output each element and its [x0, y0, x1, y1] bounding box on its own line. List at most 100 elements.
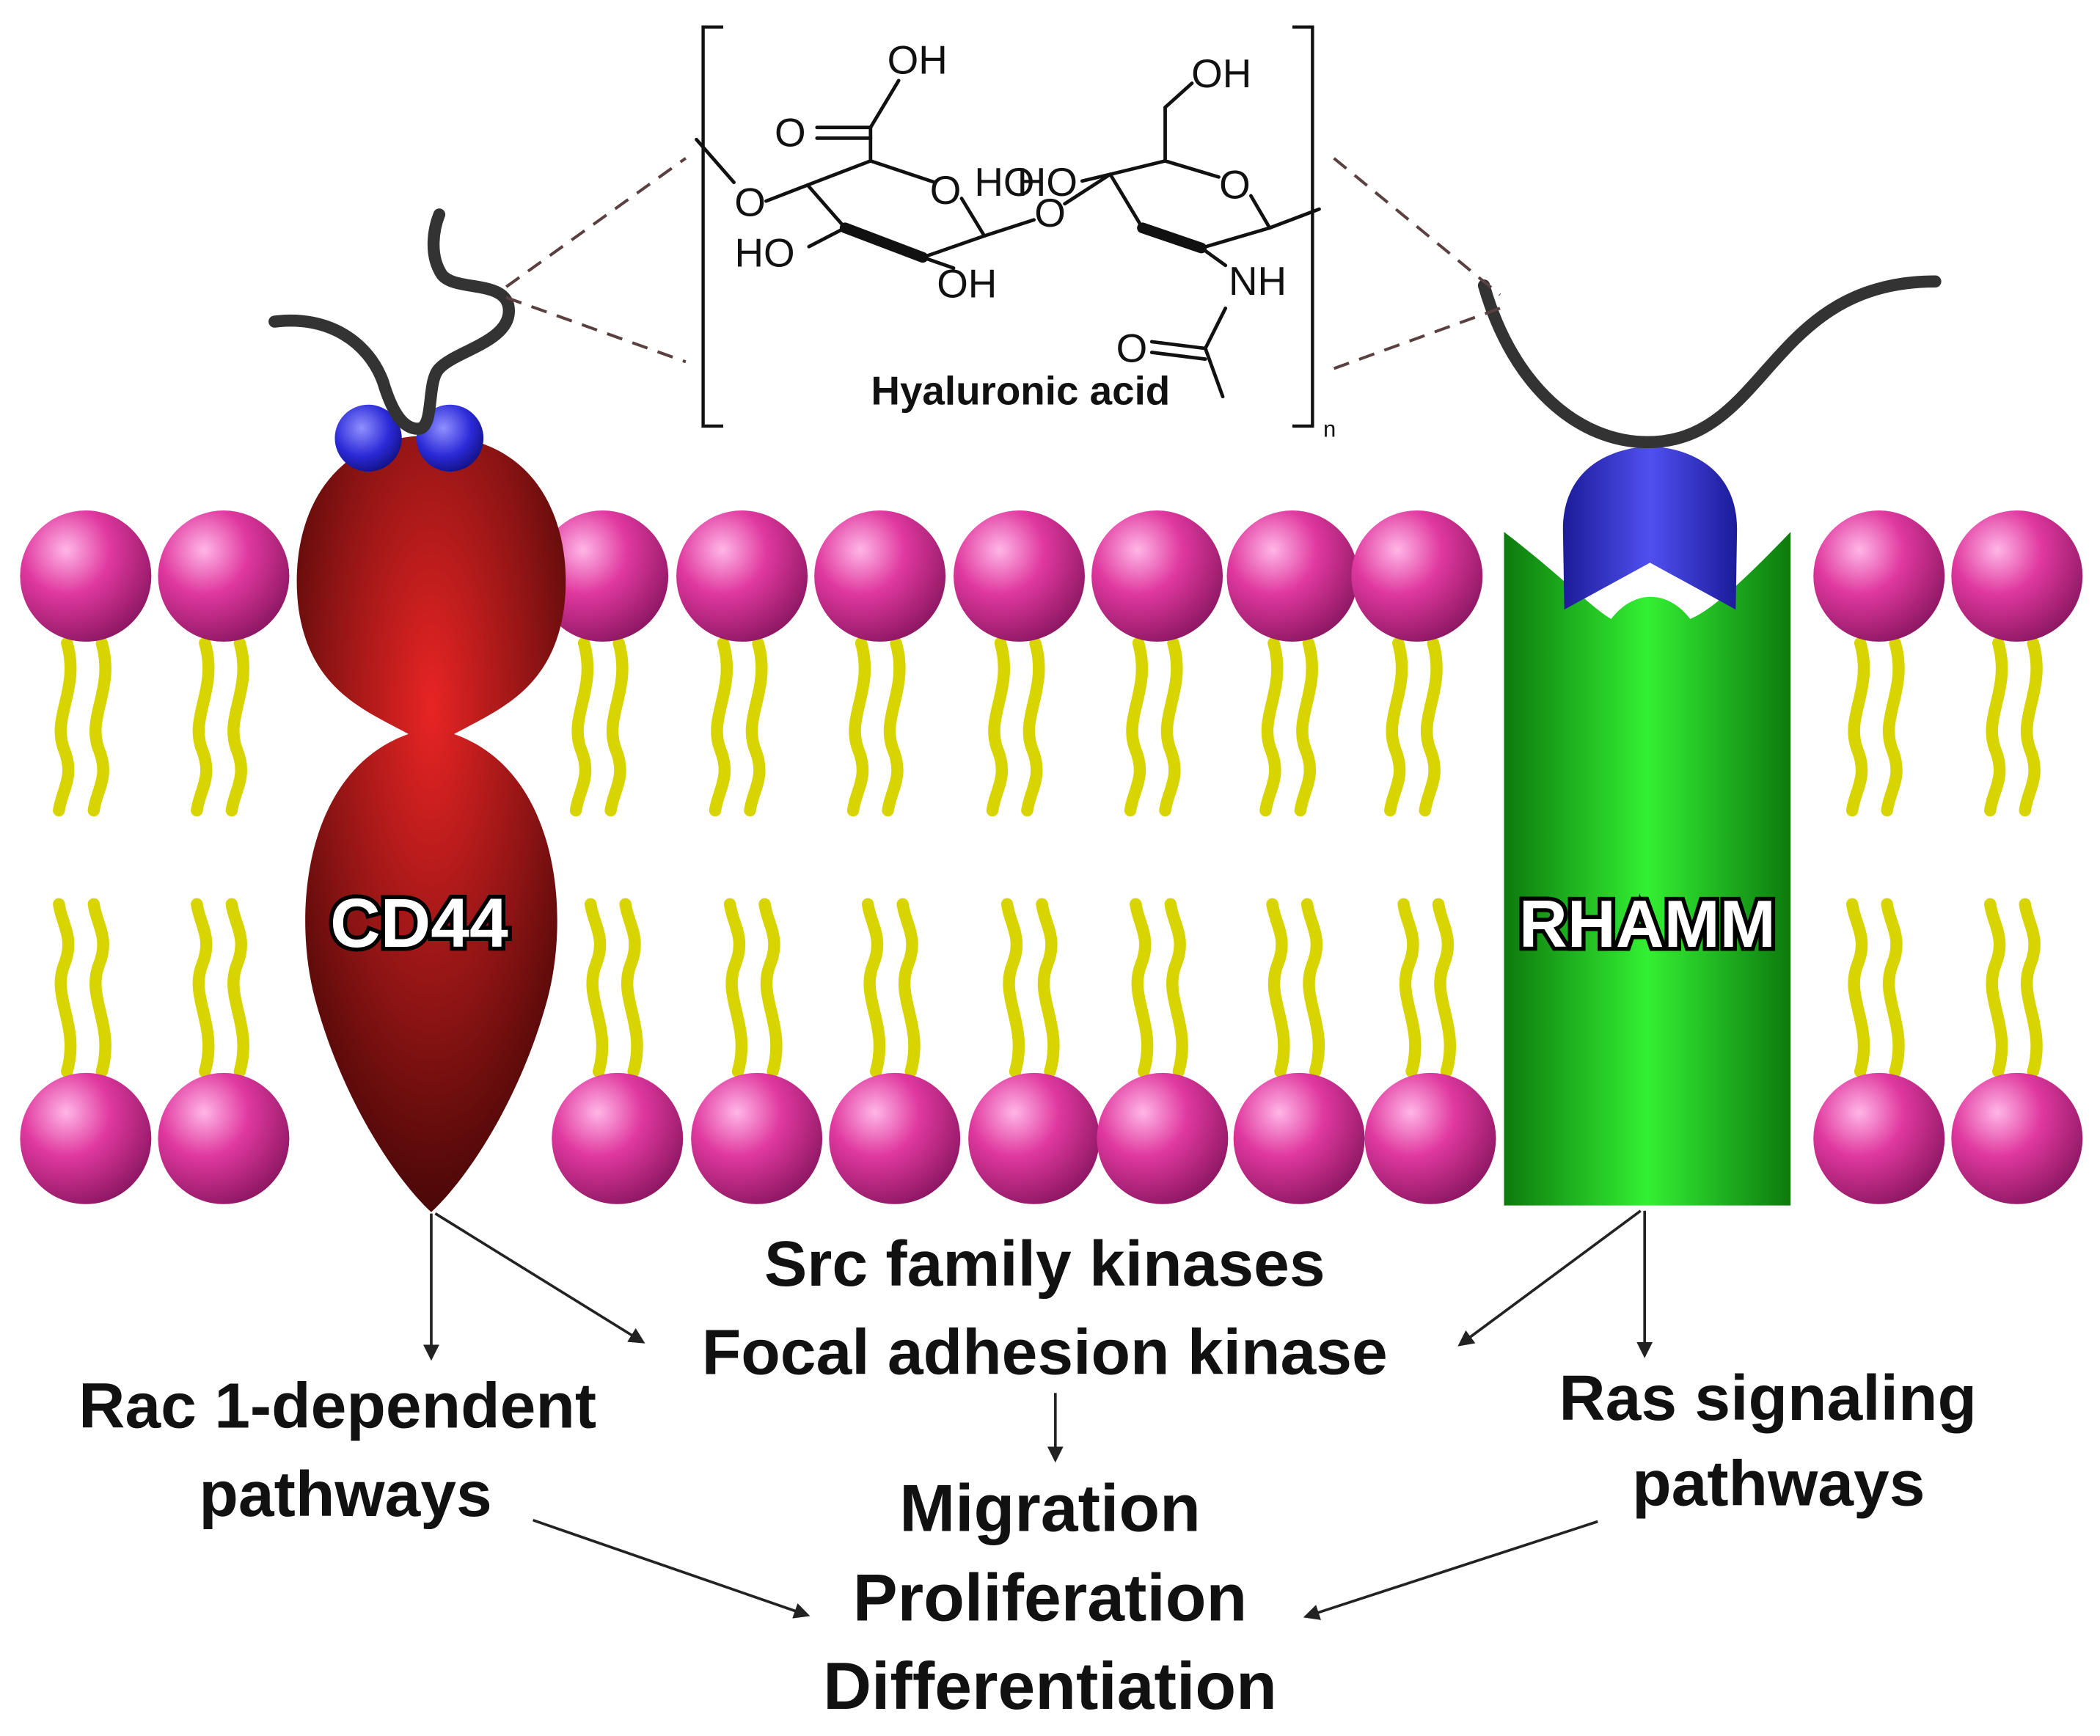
- arrow-rhamm-to-fak: [1457, 1209, 1642, 1347]
- lipid-tail: [1984, 637, 2008, 817]
- rhamm-receptor: RHAMM: [1477, 275, 1942, 1206]
- cd44-receptor: CD44: [268, 208, 566, 1212]
- rhamm-binding-site: [1562, 446, 1738, 610]
- lipid-tail: [87, 898, 111, 1078]
- arrow-cd44-to-fak: [434, 1212, 645, 1344]
- pathway-labels: Src family kinases Focal adhesion kinase…: [78, 1228, 1977, 1530]
- lipid-tail: [882, 637, 906, 817]
- atom-ring-o-right: O: [1219, 162, 1251, 208]
- cd44-binding-site-right: [416, 404, 484, 472]
- lipid-head: [954, 510, 1085, 642]
- lipid-tail: [1984, 898, 2008, 1078]
- lipid-tail: [225, 898, 249, 1078]
- lipid-inner-leaflet: [158, 898, 290, 1204]
- lipid-tail: [191, 637, 215, 817]
- atom-glycosidic-o: O: [1034, 190, 1066, 235]
- lipid-inner-leaflet: [1233, 898, 1365, 1204]
- lipid-tail: [1845, 637, 1870, 817]
- lipid-head: [1813, 510, 1945, 642]
- lipid-tail: [896, 898, 921, 1078]
- label-ras-line2: pathways: [1632, 1448, 1925, 1520]
- lipid-tail: [2019, 637, 2043, 817]
- lipid-tail: [1266, 898, 1290, 1078]
- lipid-outer-leaflet: [20, 510, 152, 817]
- lipid-outer-leaflet: [1226, 510, 1358, 817]
- rhamm-body: [1504, 532, 1791, 1206]
- lipid-inner-leaflet: [1364, 898, 1496, 1204]
- atom-ho-right: HO: [1017, 159, 1078, 205]
- lipid-tail: [1130, 898, 1154, 1078]
- lipid-head: [1091, 510, 1223, 642]
- lipid-tail: [87, 637, 111, 817]
- repeat-subscript: n: [1323, 417, 1336, 442]
- label-rac1-line2: pathways: [199, 1458, 491, 1530]
- outcome-differentiation: Differentiation: [823, 1649, 1277, 1724]
- molecule-name: Hyaluronic acid: [871, 368, 1170, 414]
- lipid-tail: [861, 898, 886, 1078]
- lipid-tail: [1419, 637, 1443, 817]
- lipid-tail: [53, 898, 77, 1078]
- bonds: [695, 78, 1321, 399]
- lipid-head: [158, 1072, 290, 1204]
- lipid-head: [1097, 1072, 1229, 1204]
- cd44-binding-site-left: [334, 404, 402, 472]
- lipid-tail: [1021, 637, 1045, 817]
- lipid-tail: [569, 637, 594, 817]
- atom-ho-left: HO: [735, 230, 795, 276]
- lipid-tail: [1397, 898, 1422, 1078]
- lipid-outer-leaflet: [1951, 510, 2083, 817]
- lipid-tail: [846, 637, 871, 817]
- repeat-brackets: [701, 25, 1314, 428]
- lipid-head: [676, 510, 808, 642]
- lipid-tail: [1259, 637, 1284, 817]
- lipid-outer-leaflet: [814, 510, 946, 817]
- lipid-head: [1226, 510, 1358, 642]
- cellular-outcomes: Migration Proliferation Differentiation: [823, 1471, 1277, 1724]
- atom-oh-bottom: OH: [937, 261, 997, 307]
- lipid-inner-leaflet: [1951, 898, 2083, 1204]
- outcome-proliferation: Proliferation: [853, 1561, 1248, 1636]
- lipid-head: [1813, 1072, 1945, 1204]
- atom-link-o-left: O: [734, 179, 766, 224]
- lipid-head: [158, 510, 290, 642]
- atom-ring-o-left: O: [930, 167, 962, 213]
- lipid-inner-leaflet: [20, 898, 152, 1204]
- zoom-lines: [505, 157, 1501, 370]
- lipid-head: [1233, 1072, 1365, 1204]
- lipid-head: [20, 510, 152, 642]
- label-ras-line1: Ras signaling: [1559, 1362, 1977, 1434]
- lipid-head: [1951, 510, 2083, 642]
- lipid-head: [20, 1072, 152, 1204]
- atom-nh: NH: [1229, 258, 1287, 304]
- rhamm-label: RHAMM: [1519, 887, 1776, 962]
- atom-ho-mid: HO: [974, 159, 1034, 205]
- lipid-outer-leaflet: [1813, 510, 1945, 817]
- atom-ch2oh: OH: [1191, 51, 1251, 96]
- lipid-tail: [2019, 898, 2043, 1078]
- lipid-tail: [1432, 898, 1457, 1078]
- lipid-head: [552, 1072, 684, 1204]
- lipid-tail: [1300, 898, 1325, 1078]
- atom-carboxyl-oh: OH: [888, 37, 948, 83]
- lipid-tail: [1845, 898, 1870, 1078]
- lipid-inner-leaflet: [829, 898, 961, 1204]
- lipid-bilayer: [20, 510, 2083, 1204]
- lipid-outer-leaflet: [676, 510, 808, 817]
- lipid-tail: [1000, 898, 1025, 1078]
- lipid-tail: [986, 637, 1010, 817]
- cd44-label: CD44: [330, 885, 508, 962]
- arrow-ras-to-outcomes: [1303, 1520, 1598, 1620]
- outcome-migration: Migration: [899, 1471, 1201, 1545]
- lipid-tail: [744, 637, 768, 817]
- atom-acetyl-o: O: [1116, 325, 1148, 370]
- lipid-head: [829, 1072, 961, 1204]
- lipid-outer-leaflet: [954, 510, 1085, 817]
- lipid-tail: [758, 898, 783, 1078]
- lipid-outer-leaflet: [537, 510, 669, 817]
- lipid-head: [691, 1072, 823, 1204]
- lipid-tail: [1164, 898, 1188, 1078]
- cd44-body: [296, 435, 566, 1212]
- lipid-inner-leaflet: [552, 898, 684, 1204]
- label-focal-adhesion-kinase: Focal adhesion kinase: [702, 1316, 1388, 1388]
- lipid-tail: [1159, 637, 1183, 817]
